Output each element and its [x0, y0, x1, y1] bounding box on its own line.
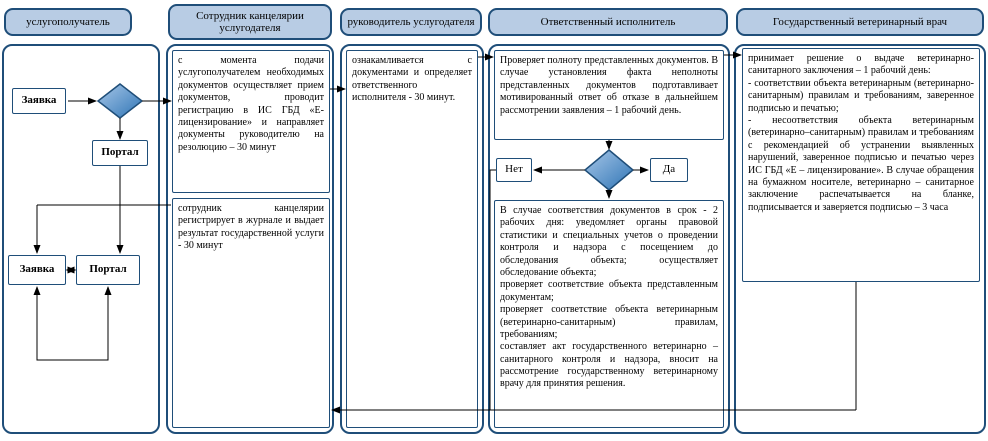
office-issue-box: сотрудник канцелярии регистрирует в журн…: [172, 198, 330, 428]
lane-header-head: руководитель услугодателя: [340, 8, 482, 36]
office-intake-box: с момента подачи услугополучателем необх…: [172, 50, 330, 193]
head-review-box: ознакамливается с документами и определя…: [346, 50, 478, 428]
request-box-top: Заявка: [12, 88, 66, 114]
lane-header-office: Сотрудник канцелярии услугодателя: [168, 4, 332, 40]
yes-box: Да: [650, 158, 688, 182]
portal-box-top: Портал: [92, 140, 148, 166]
no-box: Нет: [496, 158, 532, 182]
lane-header-executor: Ответственный исполнитель: [488, 8, 728, 36]
executor-inspect-box: В случае соответствия документов в срок …: [494, 200, 724, 428]
vet-decision-box: принимает решение о выдаче ветеринарно-с…: [742, 48, 980, 282]
lane-header-vet: Государственный ветеринарный врач: [736, 8, 984, 36]
request-box-bottom: Заявка: [8, 255, 66, 285]
portal-box-bottom: Портал: [76, 255, 140, 285]
executor-check-box: Проверяет полноту представленных докумен…: [494, 50, 724, 140]
lane-header-recipient: услугополучатель: [4, 8, 132, 36]
